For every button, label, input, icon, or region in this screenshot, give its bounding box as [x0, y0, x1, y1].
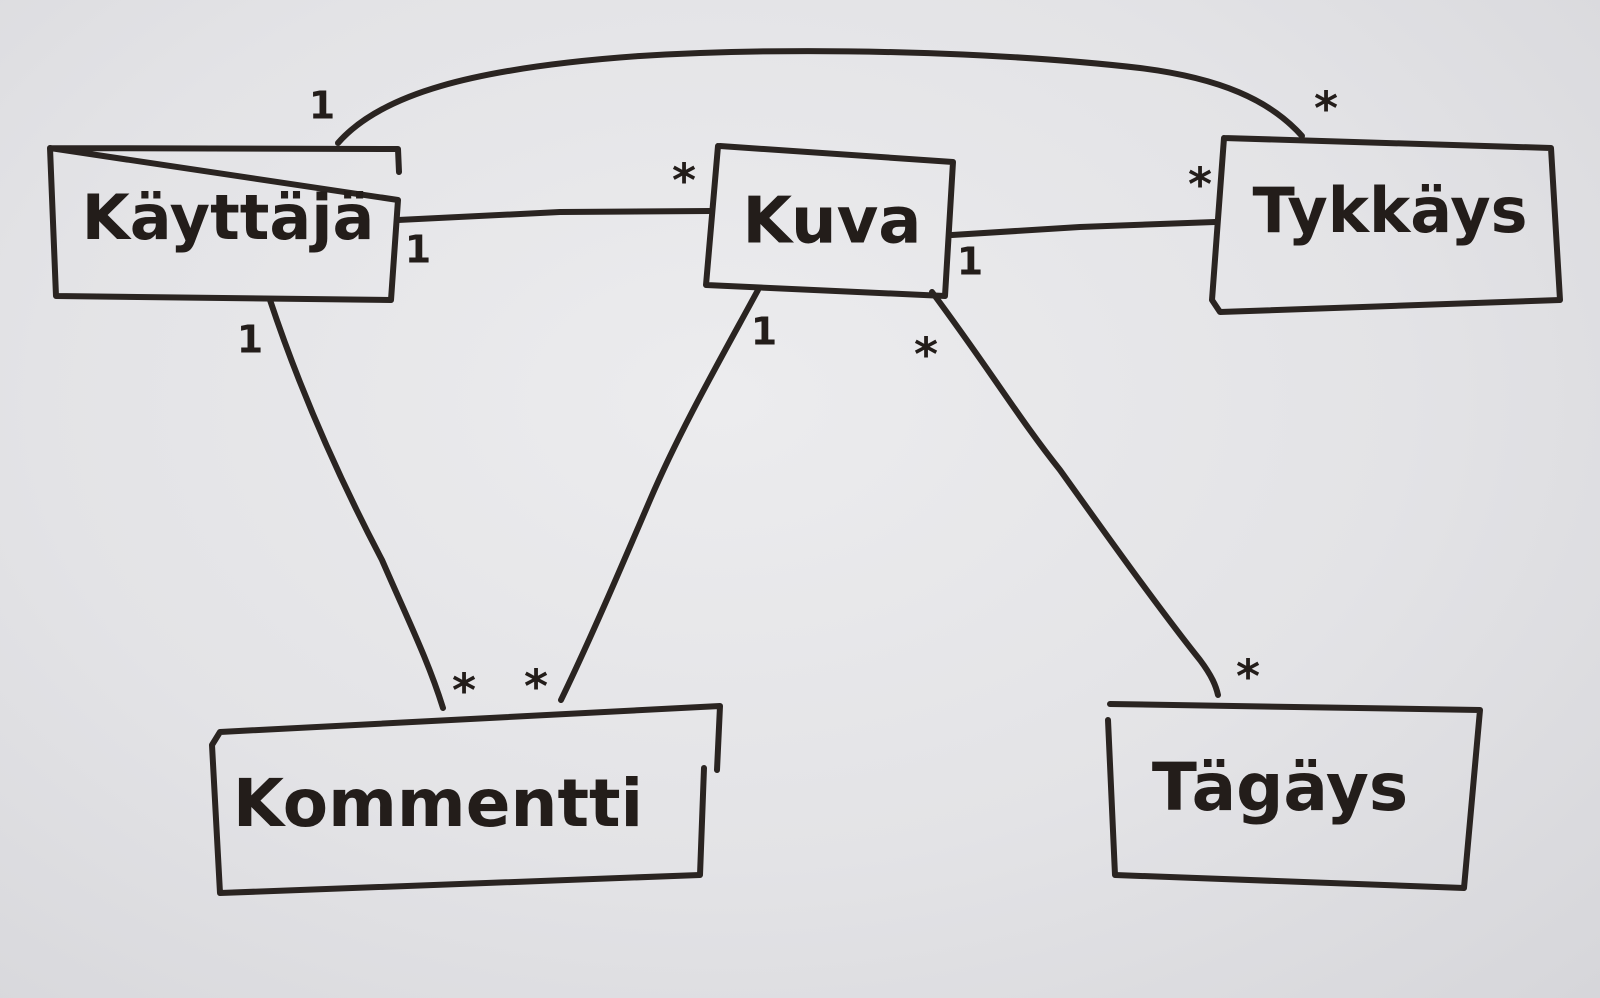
mult-kuva-tagays-near-kuva: * [914, 328, 938, 382]
entity-label-kayttaja: Käyttäjä [82, 181, 375, 254]
mult-kuva-tykkays-many: * [1188, 158, 1212, 212]
entity-label-tagays: Tägäys [1152, 749, 1408, 826]
mult-kayttaja-kommentti-one: 1 [237, 318, 263, 362]
mult-kuva-tagays-near-tagays: * [1236, 650, 1260, 704]
assoc-kuva-kommentti [558, 287, 761, 703]
entity-box-kommentti [209, 703, 723, 896]
mult-kayttaja-tykkays-many: * [1314, 82, 1338, 136]
assoc-kuva-tagays [929, 289, 1221, 698]
entity-box-tagays [1105, 701, 1483, 891]
mult-kayttaja-tykkays-one: 1 [309, 84, 335, 128]
mult-kayttaja-kommentti-many: * [452, 664, 476, 718]
assoc-kayttaja-tykkays [335, 48, 1305, 146]
mult-kayttaja-kuva-many: * [672, 154, 696, 208]
assoc-kuva-tykkays [949, 219, 1218, 238]
entity-label-kommentti: Kommentti [233, 765, 643, 842]
assoc-kayttaja-kuva [395, 208, 713, 223]
mult-kuva-tykkays-one: 1 [957, 240, 983, 284]
entity-box-kayttaja [47, 145, 402, 303]
mult-kuva-kommentti-many: * [524, 660, 548, 714]
mult-kuva-kommentti-one: 1 [751, 310, 777, 354]
entity-label-tykkays: Tykkäys [1252, 174, 1527, 247]
entity-label-kuva: Kuva [743, 185, 922, 259]
mult-kayttaja-kuva-one: 1 [405, 228, 431, 272]
assoc-kayttaja-kommentti [267, 297, 446, 711]
entity-box-kuva [703, 143, 956, 299]
entity-box-tykkays [1209, 135, 1563, 315]
